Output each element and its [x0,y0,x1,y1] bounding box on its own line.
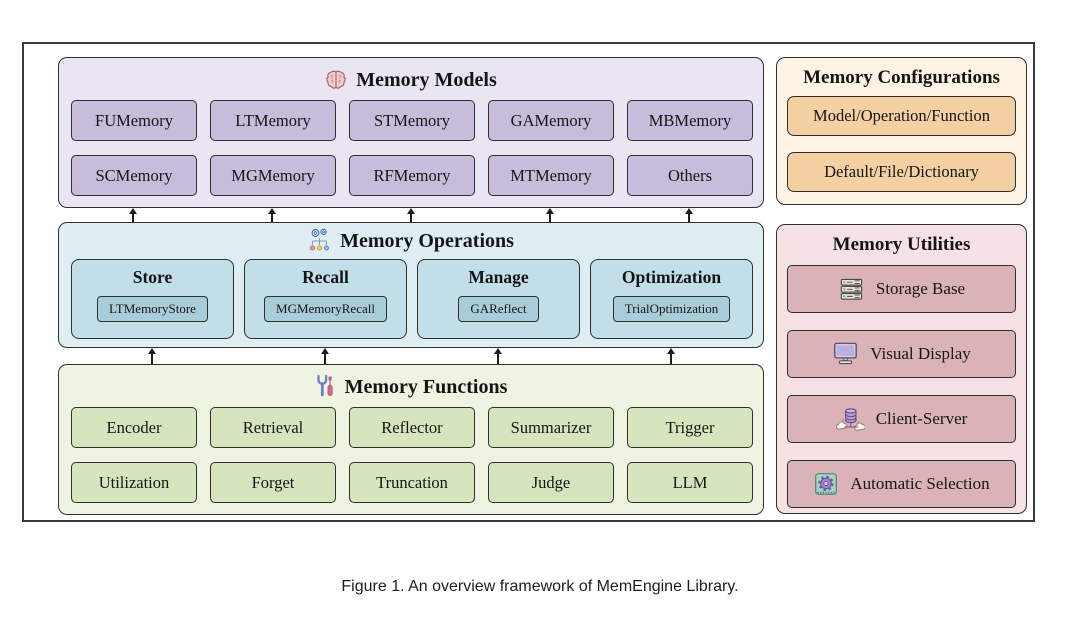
model-box: Others [627,155,753,196]
utility-automatic-selection: Automatic Selection [787,460,1016,508]
database-cloud-icon [835,406,865,432]
utility-label: Client-Server [875,409,968,428]
panel-title-text: Memory Models [356,68,497,91]
operation-label: Recall [302,267,349,287]
operation-group-manage: Manage GAReflect [417,259,580,339]
function-box: Retrieval [210,407,336,448]
figure-caption: Figure 1. An overview framework of MemEn… [341,578,739,595]
memory-configurations-panel: Memory Configurations Model/Operation/Fu… [776,57,1027,205]
monitor-icon [832,341,859,367]
function-box: Forget [210,462,336,503]
operation-label: Manage [468,267,529,287]
configuration-box: Model/Operation/Function [787,96,1016,136]
memory-configurations-title: Memory Configurations [803,67,1000,88]
up-arrow [321,348,329,364]
model-box: FUMemory [71,100,197,141]
brain-icon [325,70,347,90]
model-box: RFMemory [349,155,475,196]
up-arrow [494,348,502,364]
utility-visual-display: Visual Display [787,330,1016,378]
function-box: Judge [488,462,614,503]
models-row-1: FUMemory LTMemory STMemory GAMemory MBMe… [59,100,763,141]
up-arrow [667,348,675,364]
gear-chip-icon [813,471,839,497]
model-box: STMemory [349,100,475,141]
configuration-box: Default/File/Dictionary [787,152,1016,192]
function-box: Summarizer [488,407,614,448]
memory-operations-title: Memory Operations [59,226,763,256]
memory-models-panel: Memory Models FUMemory LTMemory STMemory… [58,57,764,208]
model-box: MGMemory [210,155,336,196]
up-arrow [148,348,156,364]
panel-title-text: Memory Functions [344,375,508,398]
operation-group-optimization: Optimization TrialOptimization [590,259,753,339]
up-arrow [546,208,554,222]
memory-functions-title: Memory Functions [59,373,763,401]
operation-example: LTMemoryStore [97,296,208,322]
function-box: Utilization [71,462,197,503]
utility-client-server: Client-Server [787,395,1016,443]
model-box: MTMemory [488,155,614,196]
memory-utilities-title: Memory Utilities [832,234,971,255]
utility-label: Visual Display [870,344,971,363]
functions-row-2: Utilization Forget Truncation Judge LLM [59,462,763,503]
utility-label: Storage Base [875,279,966,298]
up-arrow [129,208,137,222]
up-arrow [268,208,276,222]
operation-example: TrialOptimization [612,296,731,322]
memory-functions-panel: Memory Functions Encoder Retrieval Refle… [58,364,764,515]
memory-operations-panel: Memory Operations Store LTMemoryStore Re… [58,222,764,348]
server-icon [838,276,865,303]
operation-example: MGMemoryRecall [264,296,387,322]
operation-example: GAReflect [458,296,539,322]
operation-group-store: Store LTMemoryStore [71,259,234,339]
operations-row: Store LTMemoryStore Recall MGMemoryRecal… [59,259,763,339]
model-box: SCMemory [71,155,197,196]
function-box: Truncation [349,462,475,503]
tools-icon [315,374,336,400]
utility-storage-base: Storage Base [787,265,1016,313]
model-box: MBMemory [627,100,753,141]
function-box: Encoder [71,407,197,448]
panel-title-text: Memory Operations [340,229,514,252]
models-row-2: SCMemory MGMemory RFMemory MTMemory Othe… [59,155,763,196]
model-box: GAMemory [488,100,614,141]
operation-group-recall: Recall MGMemoryRecall [244,259,407,339]
function-box: Reflector [349,407,475,448]
diagram-frame: Memory Models FUMemory LTMemory STMemory… [22,42,1035,522]
utility-label: Automatic Selection [850,474,990,493]
functions-row-1: Encoder Retrieval Reflector Summarizer T… [59,407,763,448]
memory-models-title: Memory Models [59,66,763,94]
up-arrow [407,208,415,222]
function-box: LLM [627,462,753,503]
up-arrow [685,208,693,222]
function-box: Trigger [627,407,753,448]
memory-utilities-panel: Memory Utilities [776,224,1027,514]
model-box: LTMemory [210,100,336,141]
operation-label: Optimization [621,267,722,287]
gears-workflow-icon [308,228,331,255]
operation-label: Store [132,267,173,287]
